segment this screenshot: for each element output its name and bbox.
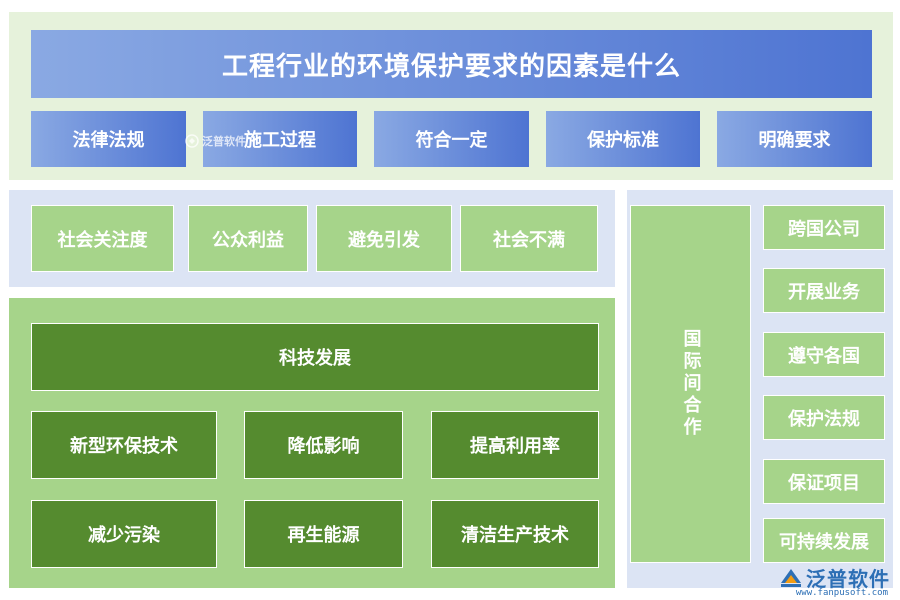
watermark-logo-icon (185, 134, 199, 148)
international-item-6: 可持续发展 (763, 518, 885, 563)
diagram-title: 工程行业的环境保护要求的因素是什么 (31, 30, 872, 98)
header-item-2: 施工过程 (203, 111, 357, 167)
international-item-1: 跨国公司 (763, 205, 885, 250)
tech-item-5: 再生能源 (244, 500, 403, 568)
header-item-5: 明确要求 (717, 111, 872, 167)
tech-item-6: 清洁生产技术 (431, 500, 599, 568)
brand-logo-url: www.fanpusoft.com (795, 588, 888, 598)
international-item-4: 保护法规 (763, 395, 885, 440)
header-item-4: 保护标准 (546, 111, 700, 167)
brand-logo: 泛普软件 www.fanpusoft.com (779, 563, 890, 598)
international-item-5: 保证项目 (763, 459, 885, 504)
tech-item-1: 新型环保技术 (31, 411, 217, 479)
watermark-text: 泛普软件 (202, 135, 246, 148)
header-item-1: 法律法规 (31, 111, 186, 167)
social-item-4: 社会不满 (460, 205, 598, 272)
international-item-2: 开展业务 (763, 268, 885, 313)
social-item-3: 避免引发 (316, 205, 452, 272)
tech-title: 科技发展 (31, 323, 599, 391)
international-title: 国际间合作 (630, 205, 751, 563)
header-item-3: 符合一定 (374, 111, 529, 167)
social-item-2: 公众利益 (188, 205, 308, 272)
tech-item-2: 降低影响 (244, 411, 403, 479)
international-item-3: 遵守各国 (763, 332, 885, 377)
tech-item-3: 提高利用率 (431, 411, 599, 479)
brand-logo-name: 泛普软件 (806, 567, 890, 591)
social-item-1: 社会关注度 (31, 205, 174, 272)
brand-logo-icon (781, 568, 801, 587)
watermark: 泛普软件 (185, 133, 246, 149)
tech-item-4: 减少污染 (31, 500, 217, 568)
